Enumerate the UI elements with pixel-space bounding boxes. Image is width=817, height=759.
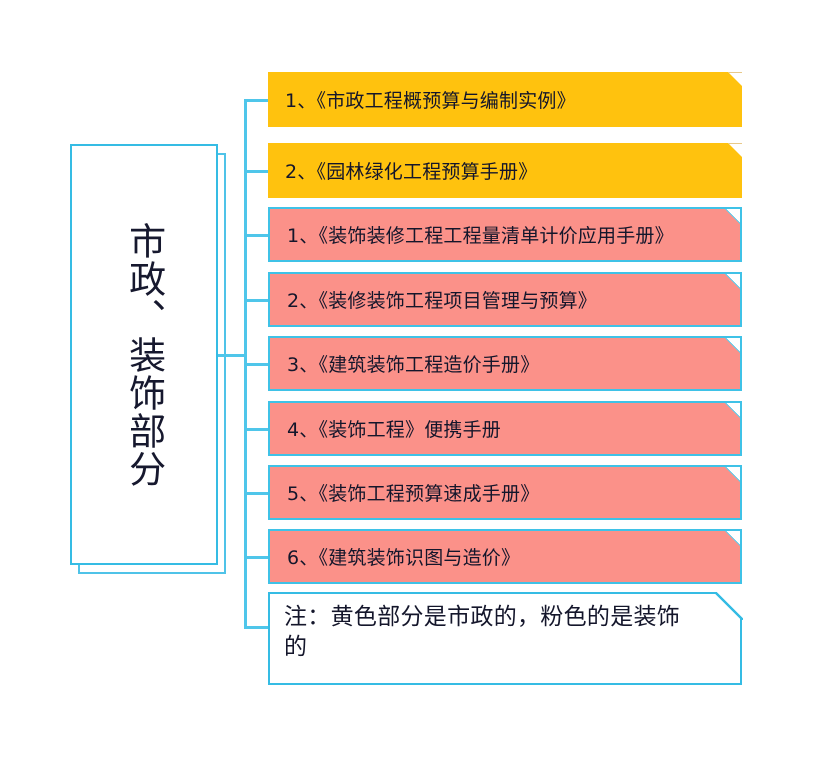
page-fold-icon bbox=[725, 403, 740, 418]
connector-stub-6 bbox=[244, 428, 270, 431]
page-fold-icon bbox=[725, 338, 740, 353]
doc-card-4[interactable]: 2、《装修装饰工程项目管理与预算》 bbox=[268, 272, 742, 327]
doc-card-label: 4、《装饰工程》便携手册 bbox=[287, 419, 501, 441]
connector-stub-4 bbox=[244, 299, 270, 302]
page-fold-icon bbox=[725, 531, 740, 546]
doc-card-label: 3、《建筑装饰工程造价手册》 bbox=[287, 354, 540, 376]
connector-stub-7 bbox=[244, 492, 270, 495]
doc-card-label: 2、《装修装饰工程项目管理与预算》 bbox=[287, 290, 597, 312]
connector-stub-3 bbox=[244, 234, 270, 237]
doc-card-label: 1、《市政工程概预算与编制实例》 bbox=[285, 90, 576, 112]
connector-root-stub bbox=[218, 354, 246, 357]
doc-card-label: 5、《装饰工程预算速成手册》 bbox=[287, 483, 540, 505]
root-category-label: 市政、装饰部分 bbox=[122, 221, 166, 488]
doc-card-8[interactable]: 6、《建筑装饰识图与造价》 bbox=[268, 529, 742, 584]
legend-note-box[interactable]: 注：黄色部分是市政的，粉色的是装饰的 bbox=[268, 592, 743, 685]
root-category-box[interactable]: 市政、装饰部分 bbox=[70, 144, 218, 565]
doc-card-7[interactable]: 5、《装饰工程预算速成手册》 bbox=[268, 465, 742, 520]
connector-stub-2 bbox=[244, 170, 270, 173]
doc-card-label: 6、《建筑装饰识图与造价》 bbox=[287, 547, 521, 569]
legend-note-text: 注：黄色部分是市政的，粉色的是装饰的 bbox=[284, 604, 681, 661]
page-fold-icon bbox=[725, 274, 740, 289]
page-fold-icon bbox=[728, 143, 742, 157]
doc-card-3[interactable]: 1、《装饰装修工程工程量清单计价应用手册》 bbox=[268, 207, 742, 262]
page-fold-icon bbox=[715, 592, 743, 620]
doc-card-1[interactable]: 1、《市政工程概预算与编制实例》 bbox=[268, 72, 742, 127]
doc-card-label: 1、《装饰装修工程工程量清单计价应用手册》 bbox=[287, 225, 674, 247]
page-fold-icon bbox=[725, 467, 740, 482]
page-fold-icon bbox=[725, 209, 740, 224]
doc-card-5[interactable]: 3、《建筑装饰工程造价手册》 bbox=[268, 336, 742, 391]
doc-card-2[interactable]: 2、《园林绿化工程预算手册》 bbox=[268, 143, 742, 198]
doc-card-6[interactable]: 4、《装饰工程》便携手册 bbox=[268, 401, 742, 456]
connector-stub-5 bbox=[244, 363, 270, 366]
connector-stub-8 bbox=[244, 556, 270, 559]
doc-card-label: 2、《园林绿化工程预算手册》 bbox=[285, 161, 538, 183]
page-fold-icon bbox=[728, 72, 742, 86]
connector-stub-note bbox=[244, 626, 268, 629]
connector-stub-1 bbox=[244, 99, 270, 102]
